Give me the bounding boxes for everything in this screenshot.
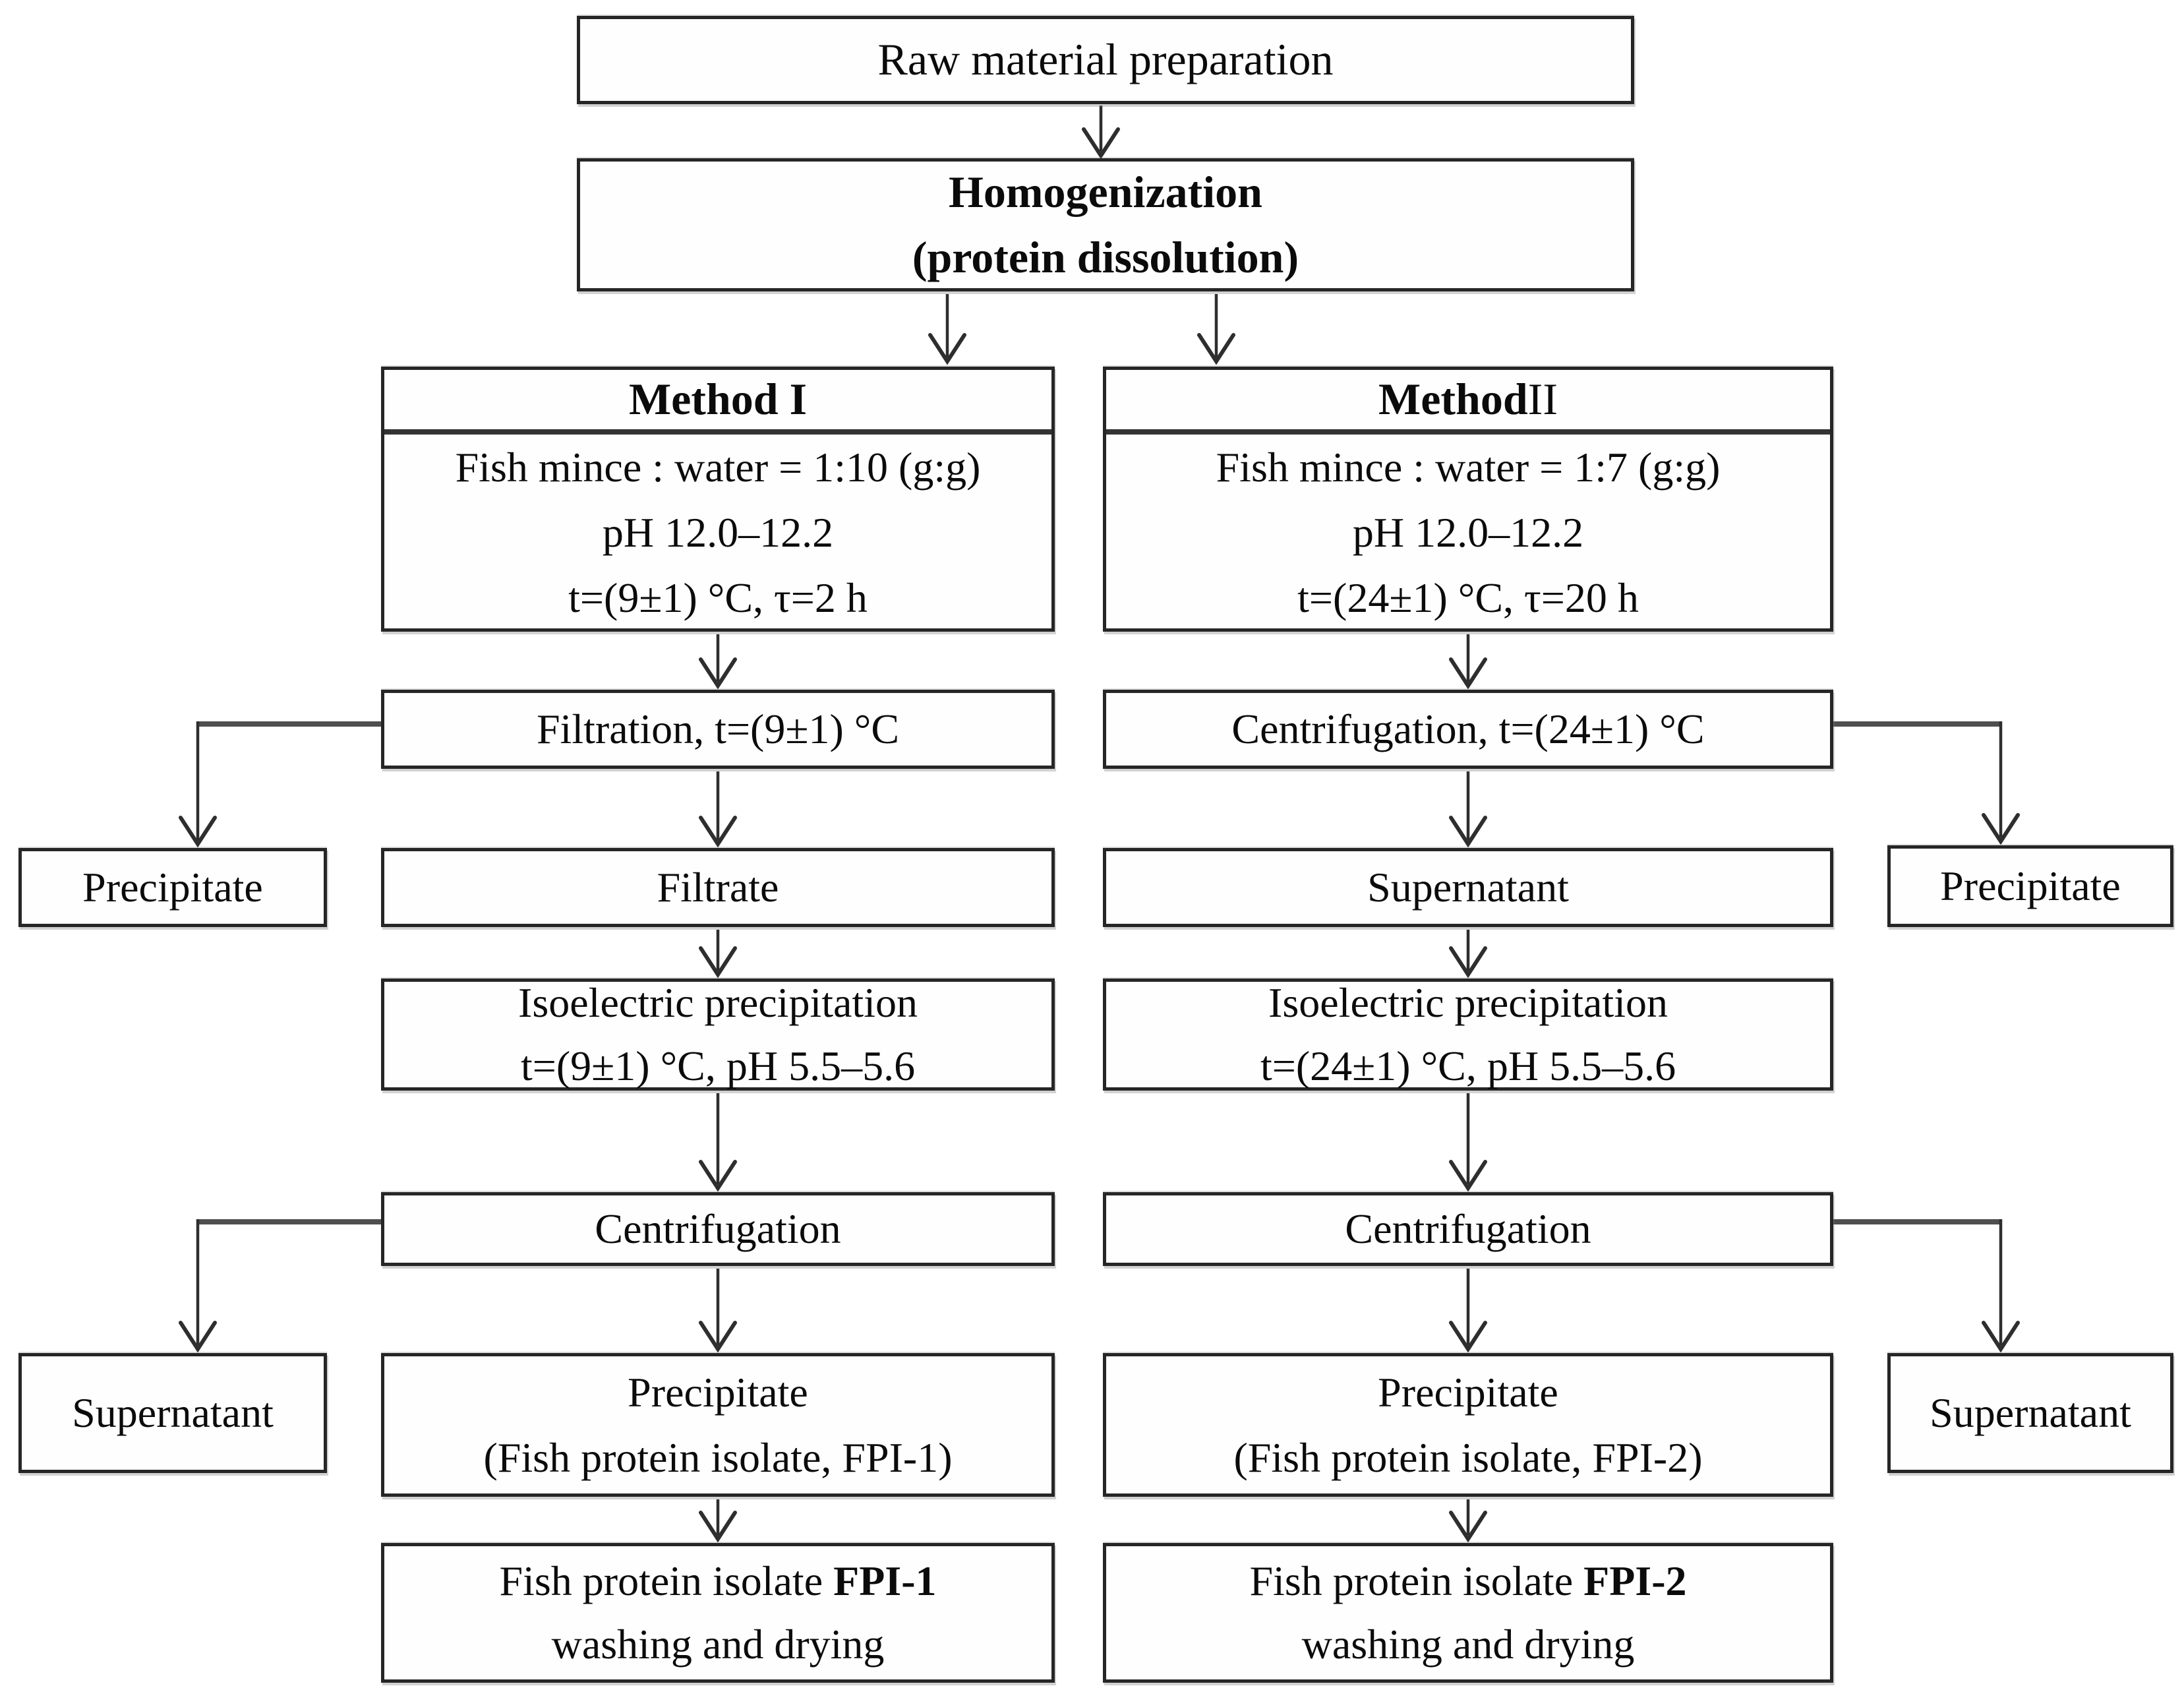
final-fpi1-prefix: Fish protein isolate xyxy=(499,1557,834,1604)
final-fpi1-code: FPI-1 xyxy=(833,1557,937,1604)
arrow-filtration-to-filtrate xyxy=(699,771,737,848)
filtrate-box: Filtrate xyxy=(381,848,1055,927)
isoelectric1-box: Isoelectric precipitation t=(9±1) °C, pH… xyxy=(381,979,1055,1091)
homogenization-line1: Homogenization xyxy=(949,167,1262,218)
method1-title: Method I xyxy=(628,374,808,425)
arrow-homogenization-to-method1 xyxy=(928,294,966,365)
precipitate-right-box: Precipitate xyxy=(1887,845,2173,927)
precipitate-fpi2-box: Precipitate (Fish protein isolate, FPI-2… xyxy=(1103,1353,1833,1497)
arrow-centrifugation1-to-precipitate1 xyxy=(699,1269,737,1353)
elbow-centrifugation-to-precipitate-right xyxy=(1833,721,2020,845)
isoelectric1-label: Isoelectric precipitation t=(9±1) °C, pH… xyxy=(518,971,918,1098)
filtration-box: Filtration, t=(9±1) °C xyxy=(381,690,1055,769)
precipitate-fpi2-line1: Precipitate xyxy=(1378,1368,1558,1416)
precipitate-left-box: Precipitate xyxy=(18,848,327,927)
centrifugation1-label: Centrifugation xyxy=(595,1205,841,1252)
precipitate-fpi1-label: Precipitate (Fish protein isolate, FPI-1… xyxy=(483,1360,952,1490)
supernatant-mid-label: Supernatant xyxy=(1367,863,1569,911)
precipitate-fpi2-label: Precipitate (Fish protein isolate, FPI-2… xyxy=(1233,1360,1702,1490)
method2-box: Method II Fish mince : water = 1:7 (g:g)… xyxy=(1103,367,1833,632)
supernatant-right-label: Supernatant xyxy=(1930,1389,2131,1436)
isoelectric2-line2: t=(24±1) °C, pH 5.5–5.6 xyxy=(1260,1042,1676,1089)
centrifugation2-label: Centrifugation xyxy=(1345,1205,1591,1252)
arrow-filtrate-to-isoelectric1 xyxy=(699,930,737,979)
precipitate-fpi2-line2: (Fish protein isolate, FPI-2) xyxy=(1233,1434,1703,1481)
final-fpi1-line2: washing and drying xyxy=(551,1621,885,1668)
elbow-centrifugation2-to-supernatant-right xyxy=(1833,1219,2020,1353)
method2-params: Fish mince : water = 1:7 (g:g) pH 12.0–1… xyxy=(1106,435,1830,631)
precipitate-left-label: Precipitate xyxy=(82,863,263,911)
filtrate-label: Filtrate xyxy=(657,863,779,911)
isoelectric1-line1: Isoelectric precipitation xyxy=(518,979,918,1026)
supernatant-right-box: Supernatant xyxy=(1887,1353,2173,1473)
method1-ph: pH 12.0–12.2 xyxy=(602,509,834,557)
isoelectric2-line1: Isoelectric precipitation xyxy=(1268,979,1668,1026)
homogenization-line2: (protein dissolution) xyxy=(912,232,1299,282)
arrow-centrifugation-to-supernatant xyxy=(1449,771,1487,848)
method2-mix-ratio: Fish mince : water = 1:7 (g:g) xyxy=(1216,444,1721,491)
arrow-centrifugation2-to-precipitate2 xyxy=(1449,1269,1487,1353)
arrow-isoelectric2-to-centrifugation2 xyxy=(1449,1093,1487,1192)
method1-mix-ratio: Fish mince : water = 1:10 (g:g) xyxy=(455,444,981,491)
method2-title-suffix: II xyxy=(1527,374,1558,425)
arrow-method2-to-centrifugation xyxy=(1449,634,1487,690)
homogenization-label: Homogenization (protein dissolution) xyxy=(912,160,1299,289)
supernatant-mid-box: Supernatant xyxy=(1103,848,1833,927)
centrifugation1-box: Centrifugation xyxy=(381,1192,1055,1266)
supernatant-left-label: Supernatant xyxy=(72,1389,274,1436)
final-fpi2-line2: washing and drying xyxy=(1301,1621,1635,1668)
precipitate-right-label: Precipitate xyxy=(1940,862,2121,909)
arrow-raw-to-homogenization xyxy=(1082,106,1120,160)
centrifugation2-box: Centrifugation xyxy=(1103,1192,1833,1266)
final-fpi1-box: Fish protein isolate FPI-1 washing and d… xyxy=(381,1543,1055,1683)
precipitate-fpi1-line2: (Fish protein isolate, FPI-1) xyxy=(483,1434,953,1481)
precipitate-fpi1-line1: Precipitate xyxy=(628,1368,808,1416)
arrow-method1-to-filtration xyxy=(699,634,737,690)
final-fpi1-label: Fish protein isolate FPI-1 washing and d… xyxy=(499,1550,936,1676)
precipitate-fpi1-box: Precipitate (Fish protein isolate, FPI-1… xyxy=(381,1353,1055,1497)
isoelectric2-label: Isoelectric precipitation t=(24±1) °C, p… xyxy=(1260,971,1676,1098)
method1-temperature-time: t=(9±1) °C, τ=2 h xyxy=(568,574,868,622)
elbow-filtration-to-precipitate-left xyxy=(179,721,381,848)
method1-box: Method I Fish mince : water = 1:10 (g:g)… xyxy=(381,367,1055,632)
centrifugation-step-label: Centrifugation, t=(24±1) °C xyxy=(1231,705,1705,752)
method2-temperature-time: t=(24±1) °C, τ=20 h xyxy=(1297,574,1639,622)
raw-material-label: Raw material preparation xyxy=(877,34,1334,85)
final-fpi1-line1: Fish protein isolate FPI-1 xyxy=(499,1550,936,1613)
final-fpi2-code: FPI-2 xyxy=(1583,1557,1687,1604)
arrow-homogenization-to-method2 xyxy=(1197,294,1235,365)
method1-params: Fish mince : water = 1:10 (g:g) pH 12.0–… xyxy=(384,435,1051,631)
method2-title: Method xyxy=(1378,374,1528,425)
method2-ph: pH 12.0–12.2 xyxy=(1352,509,1584,557)
method1-header: Method I xyxy=(384,370,1051,435)
supernatant-left-box: Supernatant xyxy=(18,1353,327,1473)
isoelectric2-box: Isoelectric precipitation t=(24±1) °C, p… xyxy=(1103,979,1833,1091)
final-fpi2-prefix: Fish protein isolate xyxy=(1249,1557,1584,1604)
final-fpi2-label: Fish protein isolate FPI-2 washing and d… xyxy=(1249,1550,1686,1676)
method2-header: Method II xyxy=(1106,370,1830,435)
isoelectric1-line2: t=(9±1) °C, pH 5.5–5.6 xyxy=(520,1042,916,1089)
arrow-supernatant-to-isoelectric2 xyxy=(1449,930,1487,979)
final-fpi2-line1: Fish protein isolate FPI-2 xyxy=(1249,1550,1686,1613)
arrow-isoelectric1-to-centrifugation1 xyxy=(699,1093,737,1192)
raw-material-box: Raw material preparation xyxy=(577,16,1634,104)
final-fpi2-box: Fish protein isolate FPI-2 washing and d… xyxy=(1103,1543,1833,1683)
elbow-centrifugation1-to-supernatant-left xyxy=(179,1219,381,1353)
arrow-precipitate1-to-final1 xyxy=(699,1499,737,1543)
filtration-label: Filtration, t=(9±1) °C xyxy=(536,705,900,752)
homogenization-box: Homogenization (protein dissolution) xyxy=(577,158,1634,291)
arrow-precipitate2-to-final2 xyxy=(1449,1499,1487,1543)
centrifugation-step-box: Centrifugation, t=(24±1) °C xyxy=(1103,690,1833,769)
